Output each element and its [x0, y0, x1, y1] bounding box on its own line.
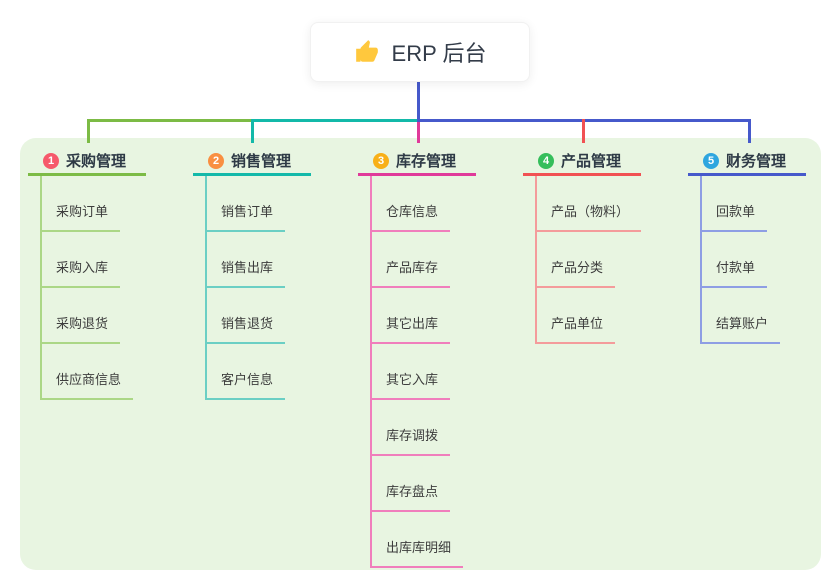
child-node[interactable]: 其它入库 [370, 344, 476, 400]
child-node[interactable]: 客户信息 [205, 344, 311, 400]
child-label: 产品单位 [551, 316, 604, 331]
child-label: 采购订单 [56, 204, 109, 219]
connector-segment-purchase [87, 119, 254, 122]
child-label: 供应商信息 [56, 372, 122, 387]
child-node[interactable]: 采购退货 [40, 288, 146, 344]
branch-purchase-header[interactable]: 1 采购管理 [28, 148, 146, 176]
branch-trunk-line [370, 176, 372, 566]
child-label: 销售出库 [221, 260, 274, 275]
child-node[interactable]: 产品（物料） [535, 176, 642, 232]
branch-trunk-line [700, 176, 702, 342]
child-label: 付款单 [716, 260, 756, 275]
branch-number-badge: 3 [373, 152, 389, 169]
branch-product: 4 产品管理 产品（物料） 产品分类 产品单位 [523, 148, 642, 344]
child-node[interactable]: 库存盘点 [370, 456, 476, 512]
branch-label: 库存管理 [396, 153, 457, 170]
child-label: 回款单 [716, 204, 756, 219]
child-node[interactable]: 出库库明细 [370, 512, 476, 568]
thumbs-up-icon [354, 39, 380, 65]
child-node[interactable]: 产品分类 [535, 232, 641, 288]
branch-label: 采购管理 [66, 153, 127, 170]
branch-finance-header[interactable]: 5 财务管理 [688, 148, 806, 176]
drop-line-purchase [87, 119, 90, 143]
branch-label: 财务管理 [726, 153, 787, 170]
branch-label: 产品管理 [561, 153, 622, 170]
child-node[interactable]: 结算账户 [700, 288, 806, 344]
child-node[interactable]: 库存调拨 [370, 400, 476, 456]
child-node[interactable]: 仓库信息 [370, 176, 476, 232]
branch-product-header[interactable]: 4 产品管理 [523, 148, 641, 176]
child-node[interactable]: 产品单位 [535, 288, 641, 344]
branch-number-badge: 4 [538, 152, 554, 169]
child-label: 产品库存 [386, 260, 439, 275]
branch-purchase: 1 采购管理 采购订单 采购入库 采购退货 供应商信息 [28, 148, 146, 400]
connector-segment-sales [252, 119, 418, 122]
branch-inventory-header[interactable]: 3 库存管理 [358, 148, 476, 176]
child-node[interactable]: 销售出库 [205, 232, 311, 288]
child-label: 库存盘点 [386, 484, 439, 499]
child-label: 结算账户 [716, 316, 769, 331]
drop-line-finance [748, 119, 751, 143]
child-node[interactable]: 产品库存 [370, 232, 476, 288]
branch-finance: 5 财务管理 回款单 付款单 结算账户 [688, 148, 806, 344]
child-label: 销售退货 [221, 316, 274, 331]
child-node[interactable]: 其它出库 [370, 288, 476, 344]
child-node[interactable]: 采购订单 [40, 176, 146, 232]
child-label: 产品（物料） [551, 204, 630, 219]
root-node-label: ERP 后台 [391, 41, 487, 66]
branch-trunk-line [40, 176, 42, 398]
root-connector-line [417, 80, 420, 122]
child-label: 仓库信息 [386, 204, 439, 219]
drop-line-inventory [417, 122, 420, 143]
branch-sales: 2 销售管理 销售订单 销售出库 销售退货 客户信息 [193, 148, 311, 400]
child-label: 出库库明细 [386, 540, 452, 555]
child-node[interactable]: 销售订单 [205, 176, 311, 232]
branch-inventory: 3 库存管理 仓库信息 产品库存 其它出库 其它入库 库存调拨 库存盘点 出库库… [358, 148, 476, 568]
child-node[interactable]: 回款单 [700, 176, 806, 232]
child-node[interactable]: 供应商信息 [40, 344, 146, 400]
child-node[interactable]: 销售退货 [205, 288, 311, 344]
child-label: 客户信息 [221, 372, 274, 387]
child-label: 库存调拨 [386, 428, 439, 443]
branch-number-badge: 2 [208, 152, 224, 169]
drop-line-sales [251, 119, 254, 143]
branch-label: 销售管理 [231, 153, 292, 170]
branch-trunk-line [535, 176, 537, 342]
child-label: 采购退货 [56, 316, 109, 331]
branch-number-badge: 1 [43, 152, 59, 169]
child-label: 其它出库 [386, 316, 439, 331]
child-node[interactable]: 付款单 [700, 232, 806, 288]
branch-number-badge: 5 [703, 152, 719, 169]
branch-sales-header[interactable]: 2 销售管理 [193, 148, 311, 176]
branch-trunk-line [205, 176, 207, 398]
drop-line-product [582, 119, 585, 143]
branches-panel [20, 138, 821, 570]
child-node[interactable]: 采购入库 [40, 232, 146, 288]
child-label: 销售订单 [221, 204, 274, 219]
child-label: 其它入库 [386, 372, 439, 387]
child-label: 采购入库 [56, 260, 109, 275]
child-label: 产品分类 [551, 260, 604, 275]
root-node[interactable]: ERP 后台 [310, 22, 530, 82]
